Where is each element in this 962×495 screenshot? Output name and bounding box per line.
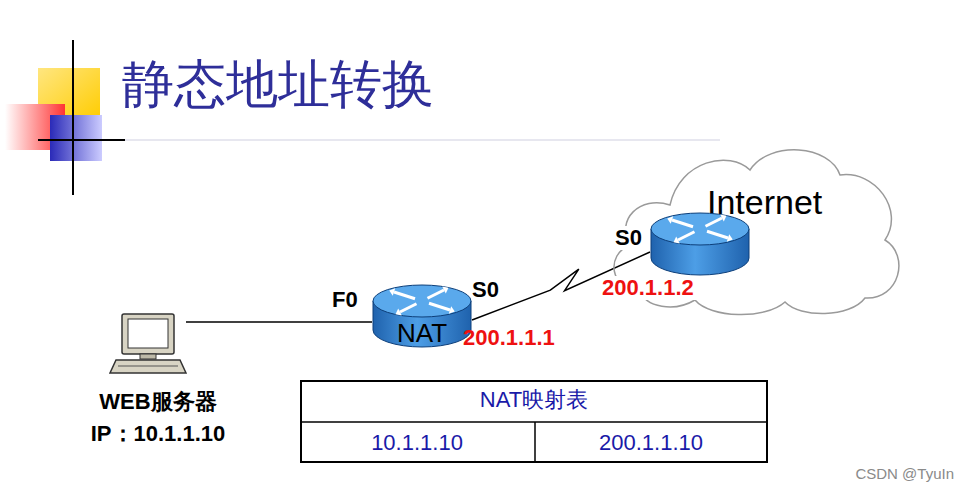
table-border: [301, 381, 767, 462]
router-arrowhead: [720, 214, 726, 221]
table-cell: 200.1.1.10: [599, 431, 703, 455]
table-rule: [301, 421, 767, 423]
router-arrow: [400, 304, 417, 312]
router-arrowhead: [674, 236, 680, 243]
router-arrowhead: [389, 288, 395, 296]
deco-line: [125, 140, 720, 141]
keyboard-keys: [118, 366, 178, 367]
internet-cloud: InternetS0200.1.1.2: [600, 140, 910, 320]
ethernet-link: [186, 321, 372, 323]
web-server-pc-outline: [110, 310, 186, 376]
router-arrow: [428, 290, 445, 298]
internet-router-outline: [650, 212, 750, 276]
nat-router-label: 200.1.1.1: [463, 326, 555, 350]
web-server-pc-label: IP：10.1.1.10: [91, 422, 226, 446]
keyboard: [110, 360, 186, 373]
router-arrow: [706, 218, 723, 226]
nat-table-label: NAT映射表: [480, 388, 588, 412]
slide-title: 静态地址转换: [122, 56, 434, 113]
table-rule: [534, 422, 536, 462]
monitor: [122, 314, 174, 354]
internet-router: S0200.1.1.2: [650, 212, 750, 276]
nat-router-label: F0: [332, 288, 358, 312]
nat-router: F0S0NAT200.1.1.1: [372, 284, 472, 348]
router-top: [651, 213, 749, 245]
screen: [128, 319, 168, 348]
router-top: [373, 285, 471, 317]
web-server-pc: WEB服务器IP：10.1.1.10: [110, 310, 186, 376]
router-arrowhead: [667, 216, 673, 224]
deco-line: [72, 40, 74, 195]
router-arrowhead: [396, 308, 402, 315]
nat-router-label: NAT: [397, 319, 447, 348]
router-arrow: [672, 220, 693, 227]
blue-square: [50, 115, 102, 161]
web-server-pc-label: WEB服务器: [99, 390, 216, 414]
deco-line: [38, 139, 125, 141]
router-arrow: [678, 232, 695, 240]
nat-router-label: S0: [472, 278, 499, 302]
router-arrowhead: [449, 306, 455, 314]
router-arrow: [394, 292, 415, 299]
monitor-stand: [140, 354, 156, 359]
router-arrow: [429, 303, 450, 310]
internet-router-label: 200.1.1.2: [600, 276, 696, 300]
router-arrowhead: [442, 286, 448, 293]
internet-router-label: S0: [613, 226, 644, 250]
watermark: CSDN @TyuIn: [855, 466, 954, 483]
router-arrow: [707, 231, 728, 238]
table-cell: 10.1.1.10: [371, 431, 463, 455]
router-arrowhead: [727, 234, 733, 242]
